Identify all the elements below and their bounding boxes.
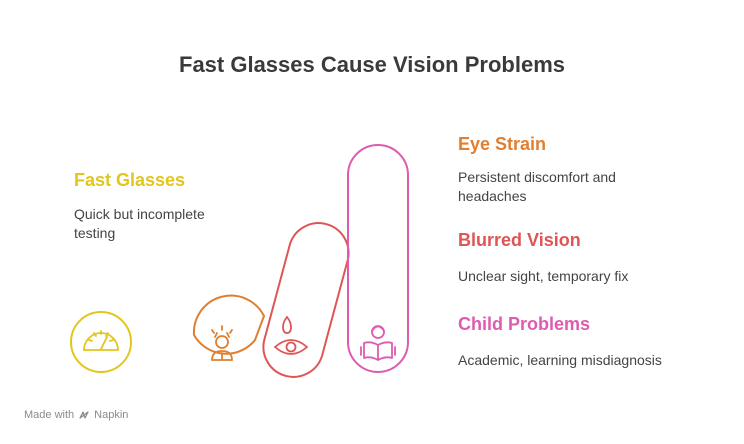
child-problems-heading: Child Problems	[458, 314, 591, 334]
fast-glasses-heading: Fast Glasses	[74, 170, 186, 190]
child-problems-description: Academic, learning misdiagnosis	[458, 352, 662, 368]
fast-glasses-description: Quick but incomplete testing	[74, 206, 205, 241]
stressed-person-icon	[211, 325, 233, 361]
eye-strain-shape	[192, 294, 266, 355]
eye-drop-icon	[273, 315, 309, 355]
child-reading-icon	[360, 325, 396, 361]
child-problems-shape	[347, 144, 409, 373]
eye-strain-heading: Eye Strain	[458, 134, 547, 154]
fast-glasses-shape	[70, 311, 132, 373]
eye-strain-description: Persistent discomfort and headaches	[458, 169, 616, 204]
blurred-vision-heading: Blurred Vision	[458, 230, 581, 250]
made-with-label: Made with	[24, 409, 75, 421]
blurred-vision-shape	[262, 222, 350, 378]
speedometer-icon	[83, 330, 119, 351]
footer-attribution: Made with Napkin	[24, 409, 128, 421]
blurred-vision-description: Unclear sight, temporary fix	[458, 268, 629, 284]
napkin-logo-icon	[79, 411, 89, 419]
diagram-title: Fast Glasses Cause Vision Problems	[179, 52, 565, 77]
napkin-brand: Napkin	[94, 409, 129, 421]
